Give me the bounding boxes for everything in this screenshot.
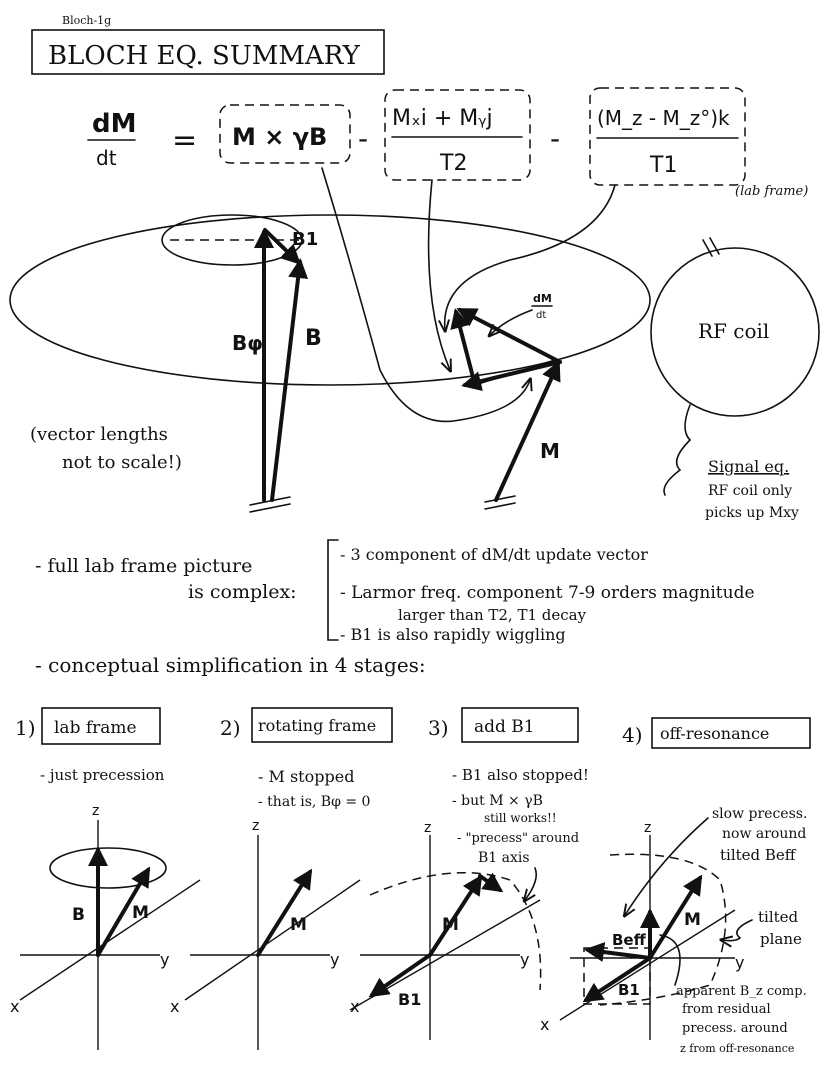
- apparent-bz-1: apparent B_z comp.: [676, 984, 807, 999]
- bullet-1: - 3 component of dM/dt update vector: [340, 545, 648, 564]
- t2-term-num: Mₓi + Mᵧj: [392, 106, 493, 131]
- stage-1-num: 1): [15, 716, 36, 740]
- complex-line-1: - full lab frame picture: [35, 555, 252, 577]
- stage-2-label: rotating frame: [258, 716, 376, 735]
- slow-precess-2: now around: [722, 826, 806, 842]
- m-label-3: M: [442, 915, 459, 935]
- stage-2-axes: z y x M: [170, 818, 361, 1050]
- m-label-4: M: [684, 910, 701, 930]
- precession-term: M × γB: [232, 123, 327, 151]
- t1-term-num: (M_z - M_z°)k: [597, 106, 730, 130]
- b-vector: [270, 258, 309, 502]
- bullet-3: - B1 is also rapidly wiggling: [340, 625, 566, 644]
- stage-4-label: off-resonance: [660, 724, 769, 743]
- page-tag: Bloch-1g: [62, 14, 111, 27]
- stage-4-axes: z y x M Beff B1 slow precess. now around…: [540, 806, 807, 1055]
- b1-label-3: B1: [398, 990, 421, 1009]
- stage-3-note-1: - B1 also stopped!: [452, 766, 589, 784]
- slow-precess-3: tilted Beff: [720, 846, 797, 864]
- y-axis-label: y: [330, 950, 339, 969]
- slow-precess-1: slow precess.: [712, 806, 807, 822]
- m-label-2: M: [290, 915, 307, 935]
- bloch-equation: dM dt = M × γB - Mₓi + Mᵧj T2 - (M_z - M…: [87, 87, 808, 199]
- stage-3-note-3: still works!!: [484, 811, 557, 825]
- signal-line-2: picks up Mxy: [705, 505, 799, 521]
- complexity-notes: - full lab frame picture is complex: - 3…: [35, 539, 755, 677]
- title-box: [31, 29, 385, 75]
- stage-1-label: lab frame: [54, 718, 137, 738]
- z-axis-label: z: [424, 820, 431, 836]
- signal-line-1: RF coil only: [708, 483, 792, 499]
- lab-frame-picture: B1 Bφ B (vector lengths not to scale!) M…: [9, 167, 820, 521]
- page-title: BLOCH EQ. SUMMARY: [48, 41, 361, 71]
- x-axis-label: x: [10, 997, 19, 1016]
- b1-label-4: B1: [618, 981, 640, 999]
- stage-3-num: 3): [428, 716, 449, 740]
- dmdt-num: dM: [533, 292, 552, 305]
- t1-term-den: T1: [649, 153, 677, 178]
- stage-3-axes: z y x M B1: [349, 820, 542, 1040]
- apparent-bz-3: precess. around: [682, 1021, 788, 1036]
- stage-1-note: - just precession: [40, 766, 165, 784]
- eq-equals: =: [172, 123, 197, 158]
- stage-3-label: add B1: [474, 717, 535, 737]
- stage-1-axes: z y x B M: [10, 803, 201, 1050]
- lab-frame-note: (lab frame): [735, 184, 808, 199]
- apparent-bz-4: z from off-resonance: [680, 1042, 794, 1055]
- t2-term-box: [384, 89, 531, 181]
- z-axis-label: z: [92, 803, 99, 819]
- t1-term-box: [589, 87, 746, 186]
- y-axis-label: y: [735, 953, 744, 972]
- tilted-plane-2: plane: [760, 930, 802, 948]
- beff-label: Beff: [612, 931, 647, 949]
- stage-4-num: 4): [622, 723, 643, 747]
- m-label: M: [540, 439, 560, 463]
- coil-lead: [663, 404, 692, 496]
- signal-eq-title: Signal eq.: [708, 457, 789, 476]
- precession-term-box: [219, 104, 351, 164]
- m-vector: [494, 360, 561, 502]
- eq-lhs-num: dM: [92, 109, 136, 139]
- precession-cone: [161, 214, 303, 266]
- y-axis-label: y: [160, 950, 169, 969]
- apparent-bz-2: from residual: [682, 1002, 771, 1017]
- b-label-1: B: [72, 905, 85, 925]
- stages-intro: - conceptual simplification in 4 stages:: [35, 653, 426, 677]
- x-axis-label: x: [170, 997, 179, 1016]
- eq-minus-1: -: [358, 122, 368, 155]
- tilted-plane-1: tilted: [758, 908, 799, 926]
- complex-line-2: is complex:: [188, 581, 297, 603]
- eq-minus-2: -: [550, 122, 560, 155]
- rf-coil-label: RF coil: [698, 319, 769, 343]
- stage-3-note-2: - but M × γB: [452, 793, 543, 809]
- stage-2-note-1: - M stopped: [258, 767, 354, 786]
- x-axis-label: x: [540, 1015, 549, 1034]
- eq-lhs-den: dt: [96, 146, 117, 170]
- bullet-2-cont: larger than T2, T1 decay: [398, 606, 587, 624]
- stage-2-num: 2): [220, 716, 241, 740]
- stage-3-note-4: - "precess" around: [457, 831, 579, 846]
- m-label-1: M: [132, 903, 149, 923]
- z-axis-label: z: [252, 818, 259, 834]
- z-axis-label: z: [644, 820, 651, 836]
- dmdt-den: dt: [536, 310, 546, 321]
- bullet-2: - Larmor freq. component 7-9 orders magn…: [340, 583, 755, 603]
- scale-note-2: not to scale!): [62, 452, 182, 473]
- rf-coil: [650, 247, 820, 417]
- t2-term-den: T2: [439, 151, 467, 176]
- b-label: B: [305, 326, 322, 351]
- x-axis-label: x: [350, 997, 359, 1016]
- stage-headers: 1) lab frame 2) rotating frame 3) add B1…: [15, 707, 811, 866]
- scale-note-1: (vector lengths: [30, 424, 168, 445]
- transverse-plane: [9, 214, 651, 386]
- stage-3-note-5: B1 axis: [478, 850, 530, 866]
- b0-label: Bφ: [232, 331, 263, 355]
- y-axis-label: y: [520, 950, 529, 969]
- stage-2-note-2: - that is, Bφ = 0: [258, 794, 370, 810]
- b1-label: B1: [292, 229, 318, 250]
